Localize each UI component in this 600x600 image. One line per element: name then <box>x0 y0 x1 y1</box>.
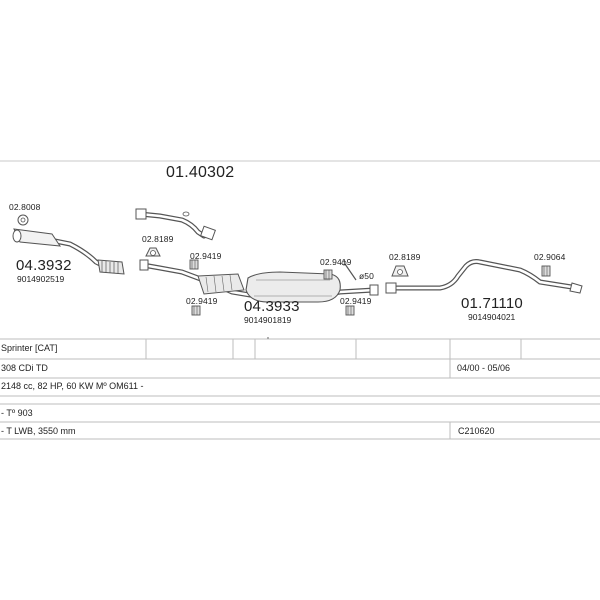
hardware-02-9419-d-code[interactable]: 02.9419 <box>340 296 372 306</box>
part-04-3933-drawing[interactable] <box>139 259 379 303</box>
part-04-3932-ref: 9014902519 <box>17 274 65 284</box>
table-cell-code: C210620 <box>458 426 495 436</box>
hardware-02-9419-a-icon[interactable] <box>189 259 199 270</box>
hardware-02-8189-left-code[interactable]: 02.8189 <box>142 234 174 244</box>
part-01-40302-code[interactable]: 01.40302 <box>166 164 235 181</box>
hardware-02-8008-icon[interactable] <box>17 214 29 226</box>
part-01-71110-ref: 9014904021 <box>468 312 516 322</box>
clamp-50-icon[interactable] <box>341 260 357 281</box>
part-04-3932-drawing[interactable] <box>12 228 125 275</box>
marker-dot <box>267 337 269 339</box>
hardware-02-9419-d-icon[interactable] <box>345 305 355 316</box>
part-04-3933-code[interactable]: 04.3933 <box>244 298 300 315</box>
hardware-02-9419-c-icon[interactable] <box>323 269 333 280</box>
part-04-3932-code[interactable]: 04.3932 <box>16 257 72 274</box>
table-row: 308 CDi TD 04/00 - 05/06 <box>0 360 600 379</box>
hardware-02-8189-right-icon[interactable] <box>391 265 409 277</box>
table-cell-model: Sprinter [CAT] <box>1 343 58 353</box>
hardware-02-9064-code[interactable]: 02.9064 <box>534 252 566 262</box>
hardware-02-8189-left-icon[interactable] <box>145 247 161 257</box>
table-row: 2148 cc, 82 HP, 60 KW Mº OM611 - <box>0 378 600 396</box>
hardware-02-9419-b-code[interactable]: 02.9419 <box>186 296 218 306</box>
table-row: Sprinter [CAT] <box>0 340 600 360</box>
hardware-02-8189-right-code[interactable]: 02.8189 <box>389 252 421 262</box>
part-01-71110-drawing[interactable] <box>385 259 583 294</box>
hardware-02-8008-code[interactable]: 02.8008 <box>9 202 41 212</box>
clamp-50-label: ø50 <box>359 271 374 281</box>
table-cell-model: - T LWB, 3550 mm <box>1 426 76 436</box>
table-cell-model: 2148 cc, 82 HP, 60 KW Mº OM611 - <box>1 381 144 391</box>
hardware-02-9419-c-code[interactable]: 02.9419 <box>320 257 352 267</box>
part-01-40302-drawing[interactable] <box>135 208 216 241</box>
part-01-71110-code[interactable]: 01.71110 <box>461 295 523 312</box>
hardware-02-9419-b-icon[interactable] <box>191 305 201 316</box>
table-row: - Tº 903 <box>0 405 600 423</box>
table-cell-model: - Tº 903 <box>1 408 33 418</box>
hardware-02-9419-a-code[interactable]: 02.9419 <box>190 251 222 261</box>
table-row: - T LWB, 3550 mm C210620 <box>0 423 600 440</box>
part-04-3933-ref: 9014901819 <box>244 315 292 325</box>
table-cell-model: 308 CDi TD <box>1 363 48 373</box>
table-cell-date: 04/00 - 05/06 <box>457 363 511 373</box>
application-table-grid <box>0 338 600 440</box>
hardware-02-9064-icon[interactable] <box>541 265 551 277</box>
